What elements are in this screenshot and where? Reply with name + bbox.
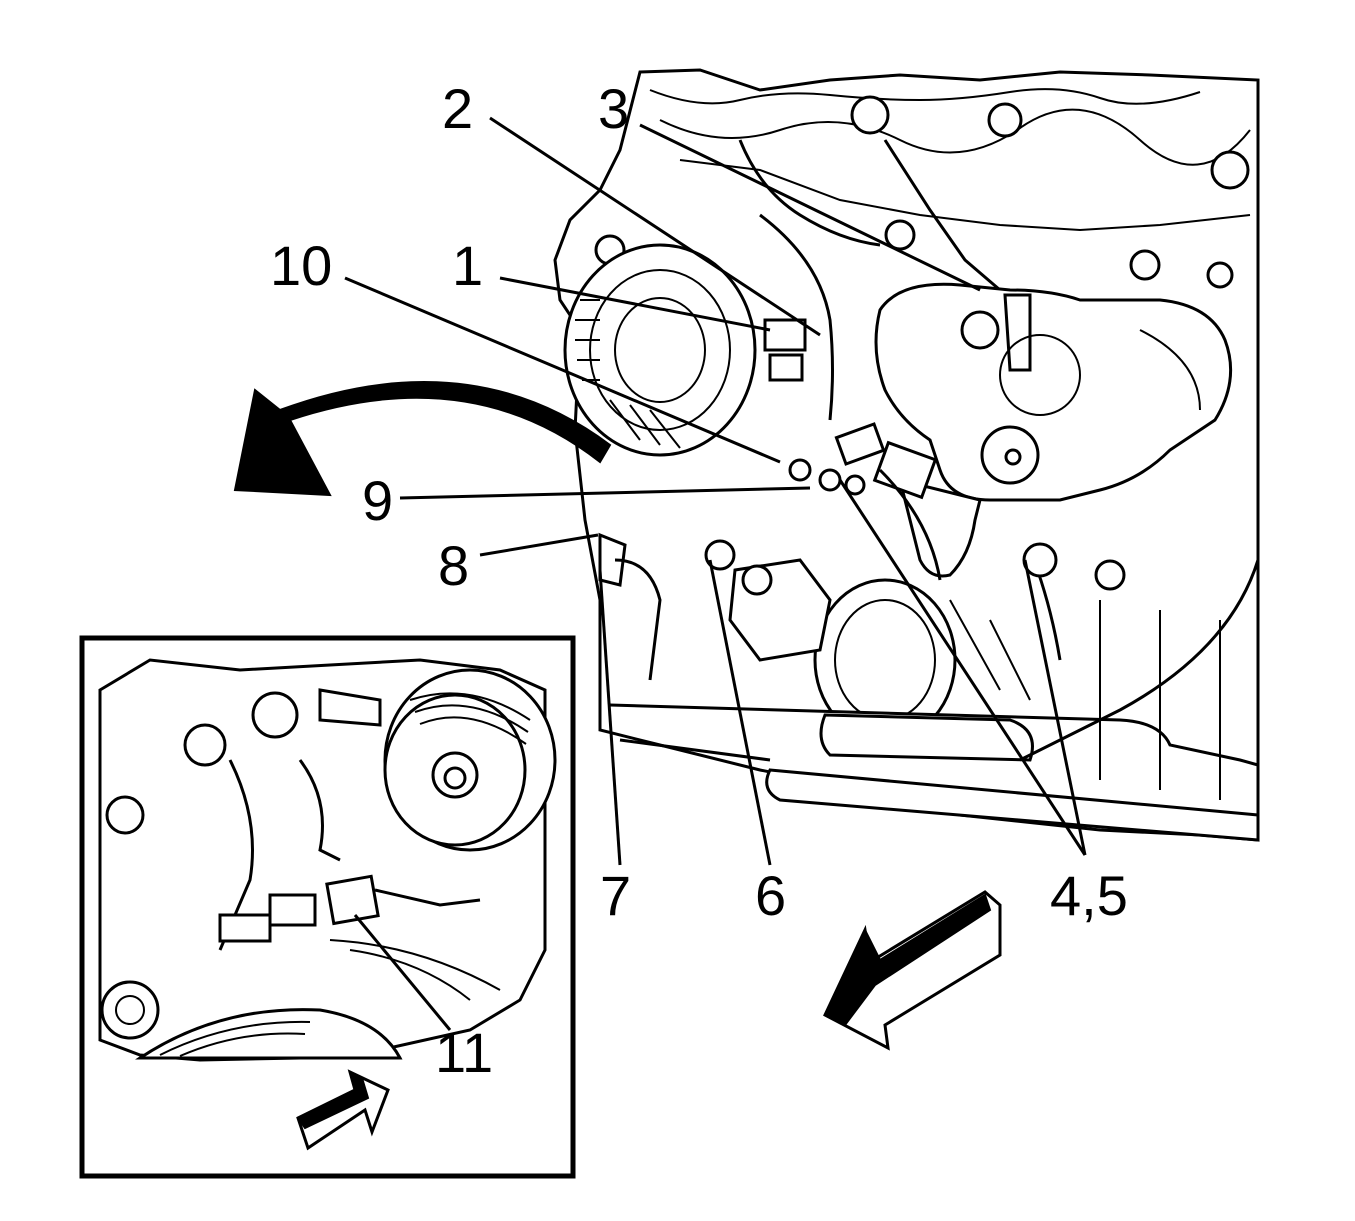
exhaust-manifold-heat-shield bbox=[874, 282, 1233, 578]
leader-11 bbox=[353, 914, 452, 1031]
rotation-arrow bbox=[233, 381, 612, 497]
callout-11: 11 bbox=[435, 1021, 493, 1084]
leader-1 bbox=[499, 276, 771, 332]
leader-7 bbox=[598, 569, 622, 866]
inset-engine-illustration bbox=[98, 658, 557, 1062]
callout-7: 7 bbox=[600, 864, 631, 927]
callout-6: 6 bbox=[755, 864, 786, 927]
sensor-connector-cluster bbox=[788, 422, 942, 581]
leader-2 bbox=[489, 116, 821, 337]
callout-9: 9 bbox=[362, 469, 393, 532]
callout-8: 8 bbox=[438, 534, 469, 597]
frame-rails bbox=[609, 559, 1260, 842]
callout-2: 2 bbox=[442, 77, 473, 140]
direction-arrow-main bbox=[823, 890, 1002, 1051]
callout-3: 3 bbox=[598, 77, 629, 140]
leader-6 bbox=[708, 559, 772, 866]
inset-detail-view: 11 bbox=[79, 635, 576, 1179]
leader-3 bbox=[639, 123, 981, 292]
engine-assembly-illustration bbox=[553, 68, 1260, 842]
leader-10 bbox=[344, 276, 781, 464]
leader-9 bbox=[399, 486, 811, 500]
callout-1: 1 bbox=[452, 234, 483, 297]
lower-engine-components bbox=[598, 532, 1126, 742]
leader-4 bbox=[838, 479, 1087, 856]
callout-labels: 1 2 3 10 9 8 7 6 4,5 bbox=[270, 77, 1128, 927]
callout-4-5: 4,5 bbox=[1050, 864, 1128, 927]
leader-8 bbox=[479, 533, 599, 557]
generator bbox=[563, 243, 807, 457]
direction-arrow-inset bbox=[296, 1069, 390, 1151]
leader-5 bbox=[1023, 559, 1087, 856]
callout-10: 10 bbox=[270, 234, 332, 297]
leader-lines bbox=[344, 116, 1087, 866]
